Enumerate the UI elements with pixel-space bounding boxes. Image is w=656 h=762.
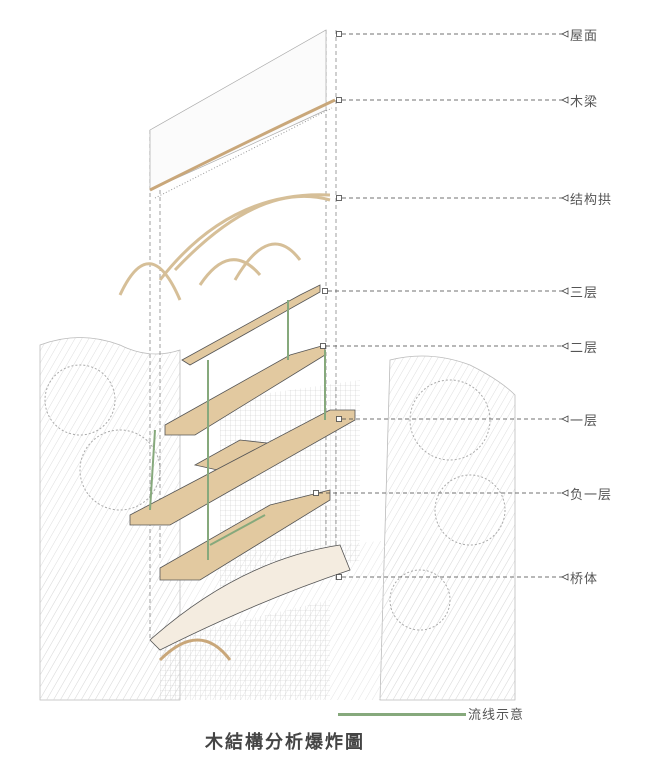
roof-layer [149, 29, 336, 199]
leader-anchor-marker [336, 195, 342, 201]
leader-anchor-marker [313, 490, 319, 496]
leader-anchor-marker [336, 31, 342, 37]
arrow-triangle-icon [561, 573, 569, 581]
layer-label: 木梁 [570, 95, 599, 110]
layer-label: 屋面 [570, 29, 599, 44]
circulation-flow-lines [149, 300, 326, 560]
layer-label: 二层 [570, 341, 599, 356]
guide-lines [149, 30, 337, 640]
landscape-trees [39, 337, 516, 701]
layer-label: 一层 [570, 414, 599, 429]
drawing-title: 木結構分析爆炸圖 [205, 732, 365, 753]
flow-legend-label: 流线示意 [468, 708, 525, 723]
leader-lines [313, 30, 569, 581]
leader-anchor-marker [336, 97, 342, 103]
layer-label: 三层 [570, 286, 599, 301]
arrow-triangle-icon [561, 489, 569, 497]
leader-anchor-marker [322, 288, 328, 294]
leader-anchor-marker [320, 343, 326, 349]
floor-slabs [129, 284, 356, 662]
arrow-triangle-icon [561, 96, 569, 104]
layer-label: 负一层 [570, 488, 613, 503]
arrow-triangle-icon [561, 194, 569, 202]
arrow-triangle-icon [561, 30, 569, 38]
arrow-triangle-icon [561, 287, 569, 295]
leader-anchor-marker [336, 416, 342, 422]
arrow-triangle-icon [561, 415, 569, 423]
layer-label: 桥体 [570, 572, 599, 587]
flow-legend-swatch [338, 713, 466, 716]
structural-arches [118, 193, 331, 301]
arrow-triangle-icon [561, 342, 569, 350]
leader-anchor-marker [336, 574, 342, 580]
layer-label: 结构拱 [570, 193, 613, 208]
